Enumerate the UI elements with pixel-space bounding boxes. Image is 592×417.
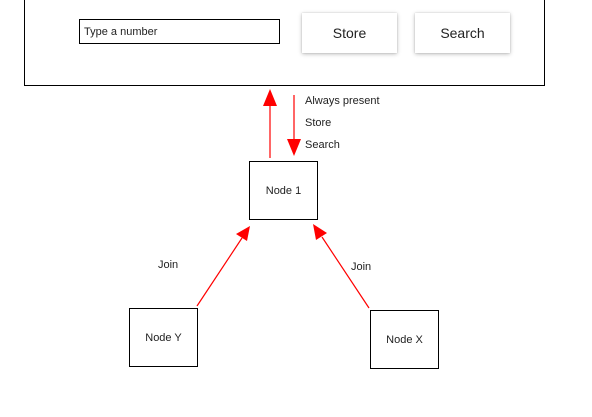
node-y-label: Node Y	[145, 331, 182, 344]
message-always-present: Always present	[305, 95, 380, 107]
arrowhead-nodey-icon	[236, 226, 250, 241]
join-label-left: Join	[158, 259, 179, 271]
arrow-nodey-to-node1	[196, 237, 243, 307]
arrowhead-up-icon	[263, 89, 277, 106]
node-x-label: Node X	[386, 333, 423, 346]
node-y: Node Y	[129, 308, 198, 367]
join-label-right: Join	[351, 261, 372, 273]
store-button[interactable]: Store	[302, 13, 397, 53]
arrow-nodex-to-node1	[321, 236, 370, 309]
message-search: Search	[305, 139, 340, 151]
node-x: Node X	[370, 310, 439, 369]
arrowhead-down-icon	[287, 139, 301, 156]
message-store: Store	[305, 117, 332, 129]
arrowhead-nodex-icon	[313, 224, 327, 240]
search-button[interactable]: Search	[415, 13, 510, 53]
node-1: Node 1	[249, 161, 318, 220]
number-input[interactable]	[79, 19, 280, 44]
node-1-label: Node 1	[265, 184, 302, 197]
